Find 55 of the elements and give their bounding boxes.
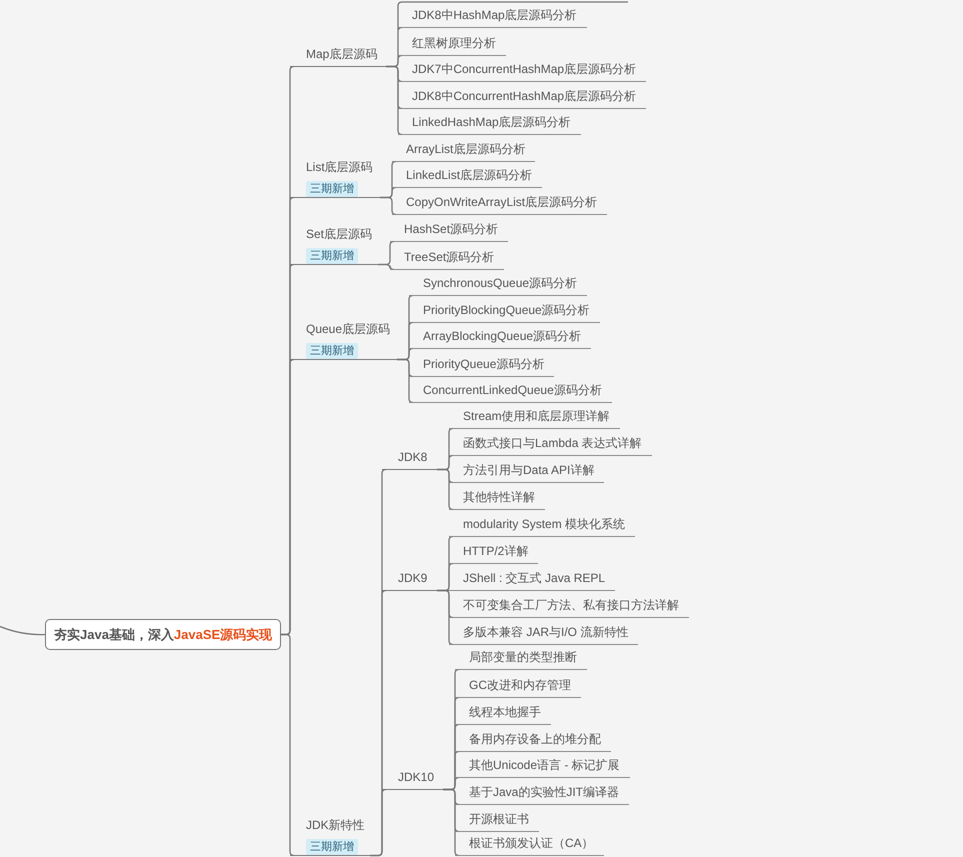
tag-badge: 三期新增 [306, 839, 358, 855]
topic-text: Map底层源码 [306, 46, 378, 63]
subtopic-text: JDK8中ConcurrentHashMap底层源码分析 [398, 88, 646, 109]
subtopic-text: LinkedHashMap底层源码分析 [398, 114, 581, 135]
connector-line [0, 626, 46, 636]
subtopic-text: 方法引用与Data API详解 [449, 462, 604, 483]
subtopic-text: SynchronousQueue源码分析 [409, 275, 588, 296]
subtopic-text: 红黑树原理分析 [398, 35, 506, 56]
connector-line [386, 66, 402, 136]
tag-badge: 三期新增 [306, 343, 358, 359]
connector-line [380, 196, 396, 216]
subtopic-text: JShell : 交互式 Java REPL [449, 570, 616, 591]
subtopic-text: HashSet源码分析 [390, 221, 508, 242]
connector-line [397, 358, 414, 404]
subtopic-text: 其他Unicode语言 - 标记扩展 [455, 757, 630, 778]
subtopic-text: HTTP/2详解 [449, 543, 538, 564]
topic-text: Set底层源码 [306, 226, 374, 243]
subtopic-text: 线程本地握手 [455, 704, 551, 725]
connector-line [378, 264, 394, 270]
subtopic-text: 局部变量的类型推断 [455, 649, 587, 670]
subtopic-text: ArrayBlockingQueue源码分析 [409, 328, 592, 349]
topic-text: List底层源码 [306, 159, 374, 176]
topic-text: Queue底层源码 [306, 321, 392, 338]
subtopic-text: 根证书颁发认证（CA） [455, 835, 604, 856]
subtopic-text: 基于Java的实验性JIT编译器 [455, 784, 630, 805]
subtopic-text: PriorityBlockingQueue源码分析 [409, 302, 600, 323]
subtopic-text: 其他特性详解 [449, 489, 545, 510]
subtopic-text: JDK7中ConcurrentHashMap底层源码分析 [398, 61, 646, 82]
subtopic-text: 函数式接口与Lambda 表达式详解 [449, 435, 652, 456]
topic-text: JDK8 [398, 449, 428, 466]
subtopic-text: 多版本兼容 JAR与I/O 流新特性 [449, 624, 638, 645]
subtopic-text: ArrayList底层源码分析 [392, 141, 536, 162]
subtopic-text: 备用内存设备上的堆分配 [455, 731, 611, 752]
connector-line [370, 788, 386, 856]
subtopic-text: TreeSet源码分析 [390, 249, 504, 270]
subtopic-text: 不可变集合工厂方法、私有接口方法详解 [449, 597, 689, 618]
central-topic-box: 夯实Java基础，深入JavaSE源码实现 [45, 619, 282, 650]
subtopic-text: GC改进和内存管理 [455, 677, 581, 698]
topic-text: JDK10 [398, 769, 436, 786]
topic-text: JDK新特性 [306, 817, 366, 834]
subtopic-text: CopyOnWriteArrayList底层源码分析 [392, 194, 608, 215]
subtopic-text: PriorityQueue源码分析 [409, 356, 554, 377]
connector-line [281, 634, 294, 856]
topic-text: JDK9 [398, 570, 428, 587]
subtopic-text: JDK8中HashMap底层源码分析 [398, 7, 587, 28]
connector-line [437, 468, 454, 510]
connector-line [443, 788, 460, 856]
subtopic-text: 开源根证书 [455, 811, 539, 832]
tag-badge: 三期新增 [306, 248, 358, 264]
subtopic-text: LinkedList底层源码分析 [392, 167, 542, 188]
subtopic-text: ConcurrentLinkedQueue源码分析 [409, 382, 612, 403]
connector-line [437, 590, 454, 646]
subtopic-text: Stream使用和底层原理详解 [449, 408, 620, 429]
tag-badge: 三期新增 [306, 181, 358, 197]
subtopic-text: modularity System 模块化系统 [449, 516, 636, 537]
